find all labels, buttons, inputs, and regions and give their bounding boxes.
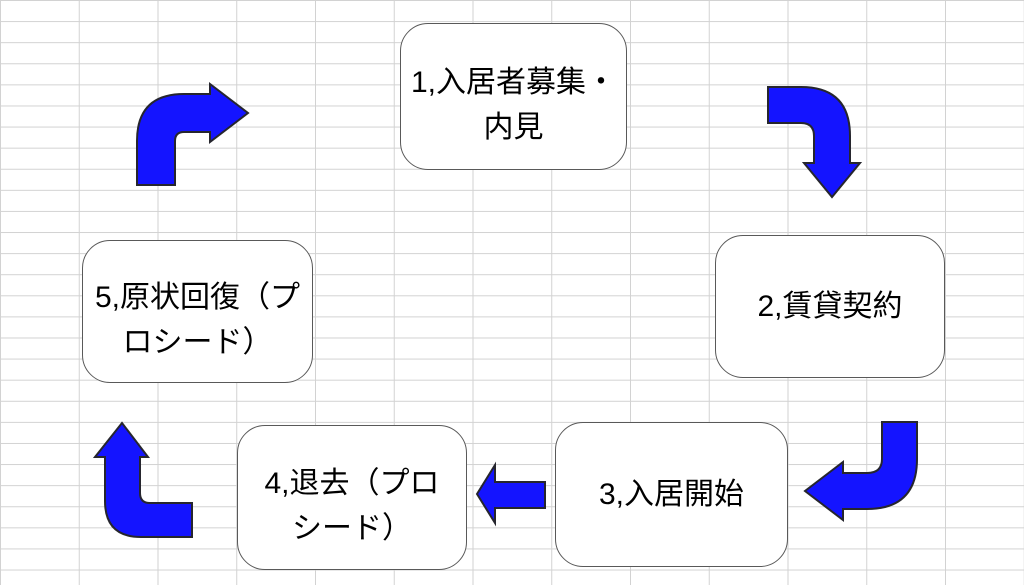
flow-step-2-box[interactable]: 2,賃貸契約: [715, 235, 945, 378]
flow-step-2-label: 2,賃貸契約: [757, 290, 903, 323]
arrow-step1-to-step2[interactable]: [767, 86, 863, 199]
flow-step-3-box[interactable]: 3,入居開始: [555, 422, 788, 567]
flow-step-5-box[interactable]: 5,原状回復（プ ロシード）: [82, 240, 313, 383]
flow-step-1-label: 1,入居者募集・ 内見: [410, 65, 617, 144]
flow-step-3-label: 3,入居開始: [598, 478, 745, 511]
flow-step-4-box[interactable]: 4,退去（プロ シード）: [237, 425, 467, 570]
arrow-step4-to-step5[interactable]: [92, 421, 193, 538]
flow-step-4-label: 4,退去（プロ シード）: [264, 466, 440, 545]
arrow-step5-to-step1[interactable]: [136, 81, 250, 186]
arrow-step3-to-step4[interactable]: [475, 461, 546, 527]
arrow-step2-to-step3[interactable]: [803, 421, 918, 523]
flow-step-5-label: 5,原状回復（プ ロシード）: [94, 280, 301, 359]
flow-step-1-box[interactable]: 1,入居者募集・ 内見: [400, 23, 627, 170]
